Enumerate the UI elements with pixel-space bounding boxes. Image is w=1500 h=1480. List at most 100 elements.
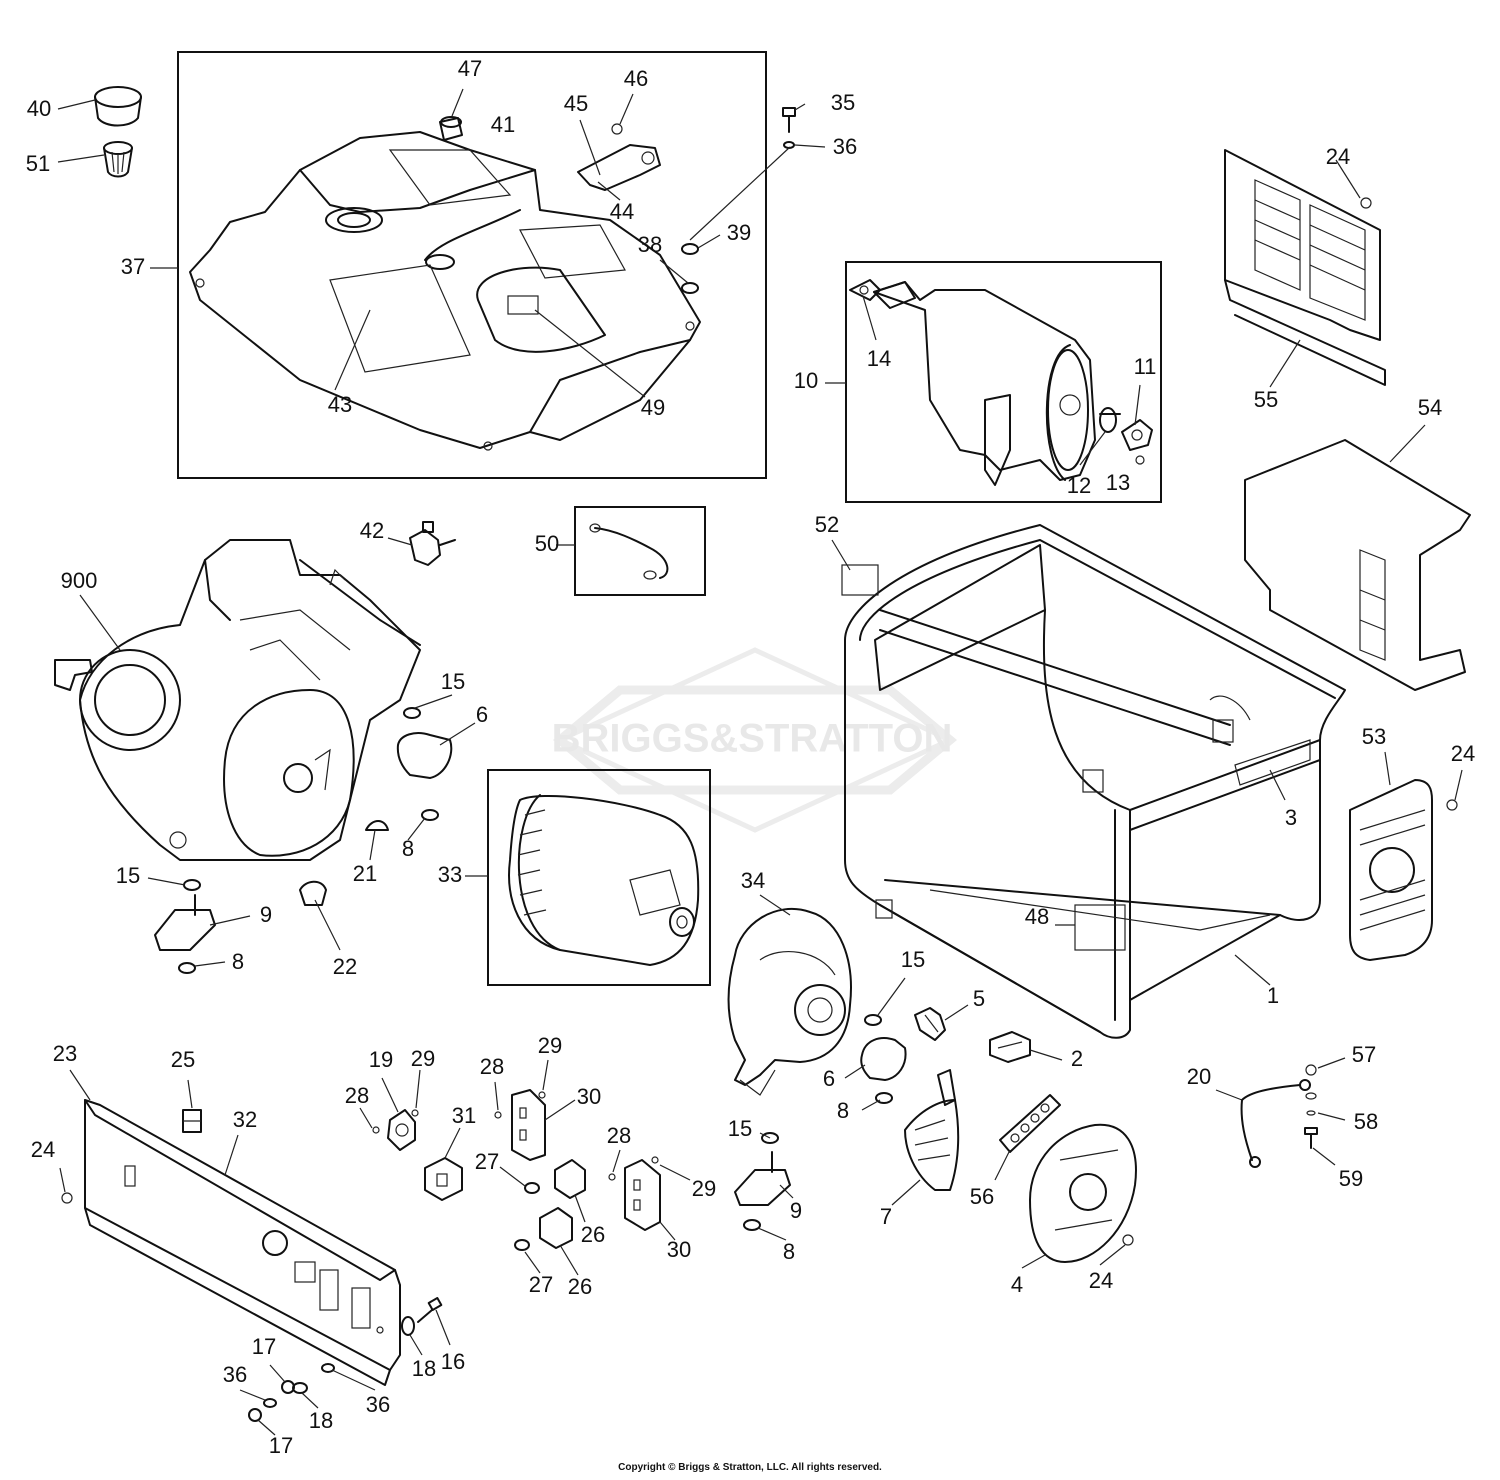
grommet-39[interactable]: [681, 243, 699, 255]
screw-28-c[interactable]: [608, 1173, 616, 1181]
grommet-38[interactable]: [681, 282, 699, 294]
bolt-35[interactable]: [782, 107, 796, 133]
breaker-26b[interactable]: [539, 1207, 573, 1249]
callout-8a: 8: [402, 836, 414, 861]
callout-12: 12: [1067, 473, 1091, 498]
rectifier-2[interactable]: [989, 1031, 1031, 1063]
callout-28a: 28: [345, 1083, 369, 1108]
washer-18-b[interactable]: [292, 1382, 308, 1394]
callout-47: 47: [458, 56, 482, 81]
callout-20: 20: [1187, 1064, 1211, 1089]
screw-46[interactable]: [611, 123, 623, 135]
nut-15-mid[interactable]: [864, 1014, 882, 1026]
grille-53[interactable]: [1349, 779, 1433, 961]
spacer-21[interactable]: [365, 820, 389, 831]
spacer-22[interactable]: [299, 880, 327, 906]
callout-31: 31: [452, 1103, 476, 1128]
nut-15-upper[interactable]: [403, 707, 421, 719]
callout-7: 7: [880, 1204, 892, 1229]
nut-17-b[interactable]: [248, 1408, 262, 1422]
frame[interactable]: [844, 524, 1346, 1039]
tank-bracket[interactable]: [577, 144, 661, 201]
washer-58a[interactable]: [1305, 1092, 1317, 1100]
screw-24-grille[interactable]: [1446, 799, 1458, 811]
mount-bracket-right[interactable]: [734, 1151, 791, 1206]
fuel-strainer[interactable]: [103, 141, 133, 178]
screw-13[interactable]: [1135, 455, 1145, 465]
outlet-30a[interactable]: [511, 1089, 546, 1161]
control-panel[interactable]: [84, 1099, 401, 1386]
nut-27-b[interactable]: [514, 1239, 530, 1251]
shroud-54[interactable]: [1244, 439, 1471, 691]
ground-wire[interactable]: [1240, 1079, 1311, 1168]
air-guide[interactable]: [904, 1069, 960, 1191]
washer-58b[interactable]: [1306, 1110, 1316, 1116]
screw-24-rear[interactable]: [1360, 197, 1372, 209]
rotor-group-box: [487, 769, 711, 986]
terminal-block[interactable]: [999, 1094, 1061, 1153]
callout-6b: 6: [823, 1066, 835, 1091]
spark-arrestor[interactable]: [1099, 407, 1121, 433]
washer-8-left[interactable]: [178, 962, 196, 974]
hour-meter-31[interactable]: [424, 1157, 463, 1201]
callout-10: 10: [794, 368, 818, 393]
control-panel-rear[interactable]: [1224, 149, 1386, 386]
copyright-notice: Copyright © Briggs & Stratton, LLC. All …: [618, 1462, 882, 1473]
mount-bracket-left[interactable]: [154, 894, 216, 951]
outlet-30b[interactable]: [624, 1159, 661, 1231]
rotor[interactable]: [508, 794, 700, 966]
nut-15-right[interactable]: [761, 1132, 779, 1144]
fuel-gauge[interactable]: [439, 116, 463, 141]
callout-28c: 28: [607, 1123, 631, 1148]
muffler-gasket[interactable]: [849, 279, 881, 301]
screw-29-a[interactable]: [411, 1109, 419, 1117]
callout-33: 33: [438, 862, 462, 887]
callout-6a: 6: [476, 702, 488, 727]
fuel-cap[interactable]: [94, 86, 142, 127]
screw-28-b[interactable]: [494, 1111, 502, 1119]
callout-54: 54: [1418, 395, 1442, 420]
circuit-breaker-19[interactable]: [387, 1109, 416, 1151]
brush-holder[interactable]: [914, 1007, 946, 1041]
breaker-26a[interactable]: [554, 1159, 586, 1199]
callout-41: 41: [491, 112, 515, 137]
callout-18a: 18: [412, 1356, 436, 1381]
callout-46: 46: [624, 66, 648, 91]
callout-900: 900: [61, 568, 98, 593]
engine[interactable]: [54, 539, 421, 861]
screw-59[interactable]: [1304, 1127, 1318, 1149]
stator-housing[interactable]: [727, 907, 852, 1096]
fuel-valve[interactable]: [409, 521, 456, 566]
screw-24-cover[interactable]: [1122, 1234, 1134, 1246]
engine-mount-rear[interactable]: [396, 732, 453, 779]
nut-15-left[interactable]: [183, 879, 201, 891]
washer-8-right[interactable]: [743, 1219, 761, 1231]
screw-24-panel[interactable]: [61, 1192, 73, 1204]
screw-29-b[interactable]: [538, 1091, 546, 1099]
fuel-tank[interactable]: [189, 131, 701, 451]
bolt-16[interactable]: [417, 1297, 443, 1323]
callout-45: 45: [564, 91, 588, 116]
label-48: [1074, 904, 1126, 951]
callout-4: 4: [1011, 1272, 1023, 1297]
washer-18-a[interactable]: [401, 1316, 415, 1336]
end-cover[interactable]: [1029, 1123, 1137, 1263]
nut-27-a[interactable]: [524, 1182, 540, 1194]
switch-25[interactable]: [182, 1109, 202, 1133]
nut-57[interactable]: [1305, 1064, 1317, 1076]
washer-36[interactable]: [783, 141, 795, 149]
callout-9a: 9: [260, 902, 272, 927]
washer-36-c[interactable]: [263, 1398, 277, 1408]
callout-3: 3: [1285, 805, 1297, 830]
fuel-line[interactable]: [574, 506, 706, 596]
washer-8-mid[interactable]: [875, 1092, 893, 1104]
muffler-group-box: [845, 261, 1162, 503]
washer-8-upper[interactable]: [421, 809, 439, 821]
mount-front[interactable]: [860, 1037, 907, 1081]
screw-28-a[interactable]: [372, 1126, 380, 1134]
muffler[interactable]: [873, 281, 1096, 486]
exhaust-gasket[interactable]: [1121, 419, 1153, 451]
screw-29-c[interactable]: [651, 1156, 659, 1164]
callout-59: 59: [1339, 1166, 1363, 1191]
washer-36-b[interactable]: [321, 1363, 335, 1373]
